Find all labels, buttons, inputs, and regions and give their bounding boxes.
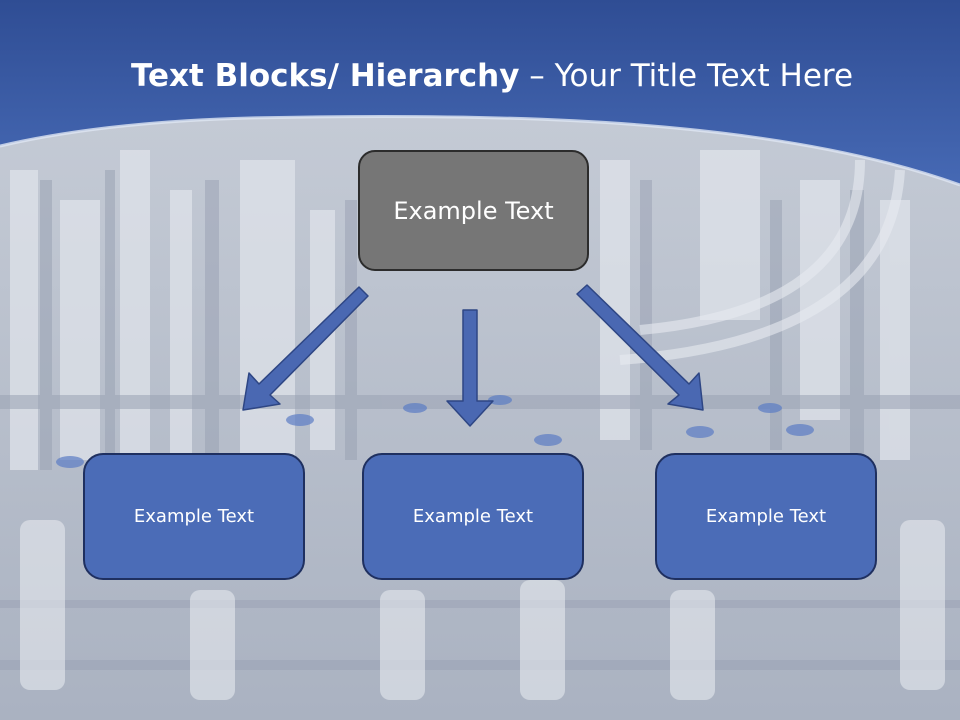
- slide-title: Text Blocks/ Hierarchy – Your Title Text…: [0, 52, 960, 100]
- child-node-label: Example Text: [412, 506, 534, 527]
- child-node-label: Example Text: [705, 506, 827, 527]
- root-node: Example Text: [358, 150, 589, 271]
- arrow-center: [446, 309, 494, 427]
- arrow-left: [242, 286, 369, 411]
- child-node-2: Example Text: [362, 453, 584, 580]
- arrow-right: [576, 284, 704, 411]
- child-node-3: Example Text: [655, 453, 877, 580]
- slide-title-bold: Text Blocks/ Hierarchy: [130, 58, 520, 94]
- child-node-1: Example Text: [83, 453, 305, 580]
- child-node-label: Example Text: [133, 506, 255, 527]
- root-node-label: Example Text: [393, 196, 554, 225]
- slide-title-rest: – Your Title Text Here: [519, 58, 854, 94]
